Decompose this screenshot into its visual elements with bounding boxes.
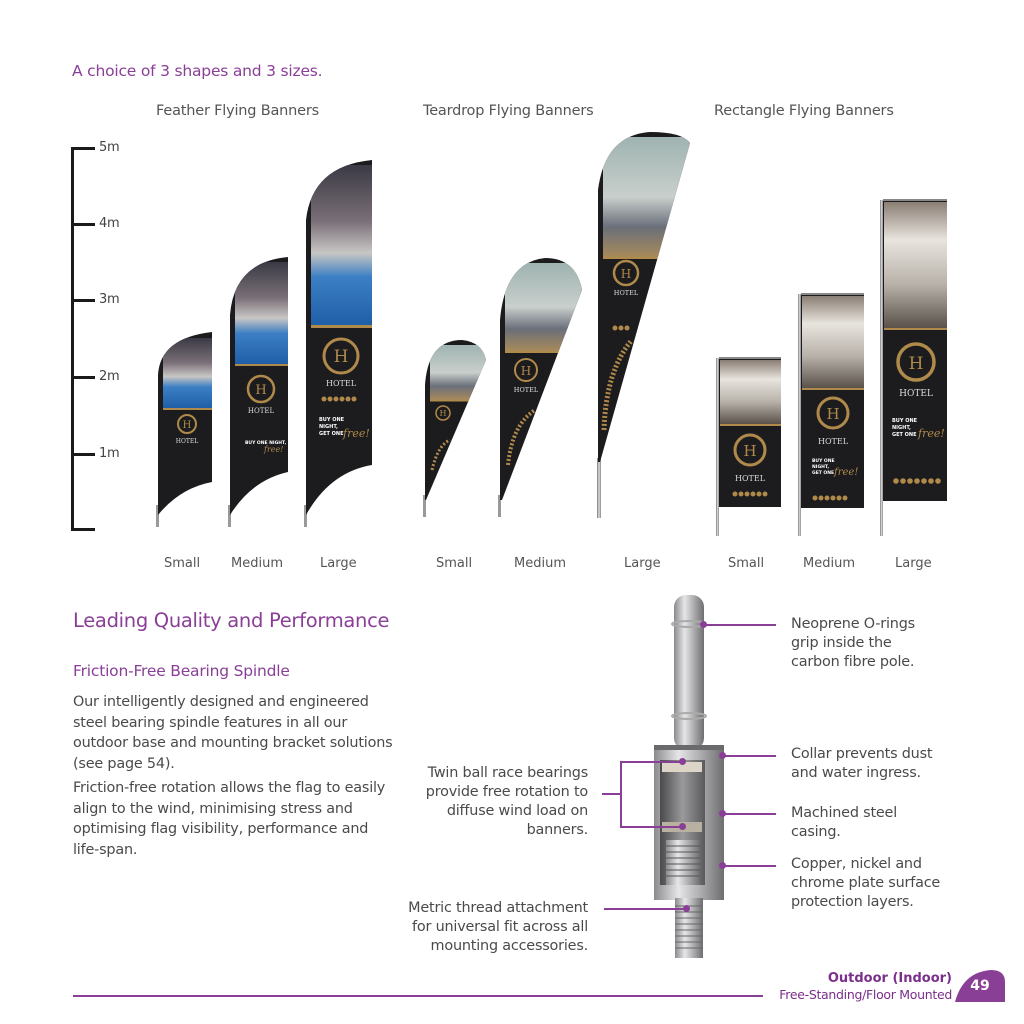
svg-text:H: H [826,405,839,423]
leader-bracket [620,761,622,827]
size-label-teardrop-large: Large [624,556,661,571]
svg-text:HOTEL: HOTEL [248,407,275,415]
leader-dot [679,758,686,765]
leader-dot [679,823,686,830]
teardrop-banner-small: H [423,340,486,517]
svg-text:free!: free! [263,445,283,454]
size-label-rectangle-large: Large [895,556,932,571]
svg-text:NIGHT,: NIGHT, [892,425,911,431]
svg-text:H: H [334,347,349,367]
size-label-rectangle-medium: Medium [803,556,855,571]
section-heading: Leading Quality and Performance [73,609,390,632]
leader-dot [719,752,726,759]
svg-text:GET ONE: GET ONE [892,432,917,438]
leader-line-thread [604,908,686,910]
ruler-label: 3m [99,292,120,307]
svg-text:HOTEL: HOTEL [899,389,933,399]
svg-text:BUY ONE NIGHT,: BUY ONE NIGHT, [245,440,286,446]
teardrop-banner-large: H HOTEL [597,132,690,518]
svg-text:HOTEL: HOTEL [614,289,639,297]
svg-text:H: H [440,409,447,418]
ruler-axis [71,148,74,531]
ruler-label: 1m [99,446,120,461]
svg-text:NIGHT,: NIGHT, [319,424,338,430]
svg-text:H: H [909,354,924,374]
svg-text:H: H [521,364,531,378]
body-paragraph: Friction-free rotation allows the flag t… [73,780,386,858]
ruler-label: 4m [99,216,120,231]
banners-illustration: H HOTEL H HOTEL BUY ONE NIGHT, free! H H… [156,132,947,536]
callout-bearings: Twin ball race bearings provide free rot… [425,765,588,838]
callout-casing: Machined steel casing. [791,805,897,840]
svg-text:HOTEL: HOTEL [735,474,766,483]
leader-line-bearing-top [620,761,682,763]
leader-line-plating [723,865,776,867]
svg-text:GET ONE: GET ONE [319,431,344,437]
svg-text:free!: free! [917,427,945,440]
footer-rule [73,995,763,997]
body-paragraph: Our intelligently designed and engineere… [73,694,393,772]
callout-thread: Metric thread attachment for universal f… [408,900,588,954]
feather-banner-small: H HOTEL [156,332,212,527]
feather-title: Feather Flying Banners [156,103,319,119]
svg-text:H: H [183,420,192,431]
teardrop-title: Teardrop Flying Banners [423,103,594,119]
section-subheading: Friction-Free Bearing Spindle [73,662,290,680]
svg-text:free!: free! [342,427,370,440]
intro-heading: A choice of 3 shapes and 3 sizes. [72,62,323,80]
rectangle-title: Rectangle Flying Banners [714,103,894,119]
svg-text:free!: free! [833,467,858,478]
svg-text:BUY ONE: BUY ONE [319,417,345,423]
ruler-label: 2m [99,369,120,384]
ruler-tick-4m [71,223,95,226]
page-number: 49 [970,978,990,994]
svg-text:BUY ONE: BUY ONE [892,418,918,424]
callout-collar: Collar prevents dust and water ingress. [791,746,933,781]
svg-text:H: H [743,442,756,460]
svg-text:HOTEL: HOTEL [514,386,539,394]
svg-text:BUY ONE: BUY ONE [812,458,835,464]
svg-text:H: H [255,383,266,398]
teardrop-banner-medium: H HOTEL [498,258,582,517]
leader-dot [700,621,707,628]
ruler-tick-1m [71,453,95,456]
bearing-spindle-illustration [654,595,724,958]
svg-text:NIGHT,: NIGHT, [812,464,829,470]
leader-dot [719,862,726,869]
leader-line-bearing-bottom [620,826,682,828]
feather-banner-large: H HOTEL BUY ONE NIGHT, GET ONE free! [304,160,372,527]
leader-line-bearings [602,793,622,795]
callout-orings: Neoprene O-rings grip inside the carbon … [791,616,915,670]
footer-category: Outdoor (Indoor) [827,971,952,986]
size-label-teardrop-medium: Medium [514,556,566,571]
size-label-teardrop-small: Small [436,556,473,571]
page-number-badge [955,970,1005,1002]
leader-line-collar [723,755,776,757]
leader-line-casing [723,813,776,815]
rectangle-banner-small: H HOTEL [716,357,781,536]
ruler-tick-5m [71,147,95,150]
callout-plating: Copper, nickel and chrome plate surface … [791,856,941,910]
ruler-tick-0m [71,528,95,531]
ruler-tick-3m [71,299,95,302]
leader-line-orings [704,624,776,626]
svg-text:HOTEL: HOTEL [818,437,849,446]
feather-banner-medium: H HOTEL BUY ONE NIGHT, free! [228,257,288,527]
ruler-tick-2m [71,376,95,379]
size-label-feather-large: Large [320,556,357,571]
svg-text:HOTEL: HOTEL [176,438,199,445]
size-label-feather-small: Small [164,556,201,571]
footer-subcategory: Free-Standing/Floor Mounted [779,987,952,1002]
size-label-feather-medium: Medium [231,556,283,571]
svg-text:HOTEL: HOTEL [326,379,357,388]
leader-dot [683,905,690,912]
leader-dot [719,810,726,817]
ruler-label: 5m [99,140,120,155]
rectangle-banner-large: H HOTEL BUY ONE NIGHT, GET ONE free! [880,199,947,536]
size-label-rectangle-small: Small [728,556,765,571]
rectangle-banner-medium: H HOTEL BUY ONE NIGHT, GET ONE free! [798,293,864,536]
svg-text:GET ONE: GET ONE [812,470,834,476]
svg-text:H: H [621,267,631,281]
